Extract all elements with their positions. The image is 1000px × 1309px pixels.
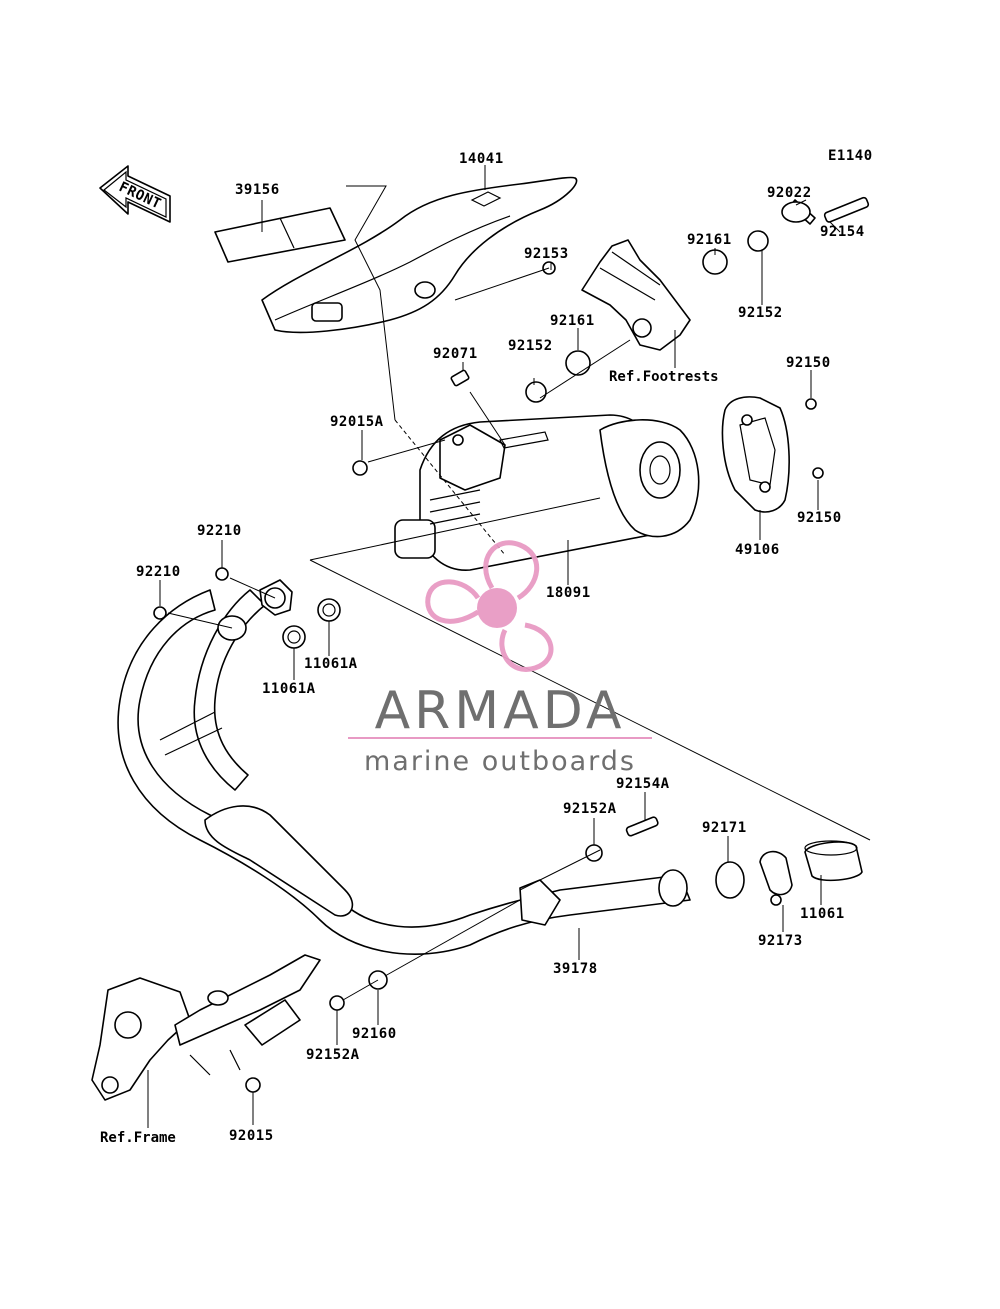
diagram-code: E1140	[828, 148, 873, 164]
part-label-39156: 39156	[235, 182, 280, 198]
part-label-92152-lower: 92152	[508, 338, 553, 354]
sleeve	[804, 841, 863, 882]
clamp-bracket	[759, 850, 793, 896]
fasteners	[153, 196, 870, 1093]
part-label-92161-lower: 92161	[550, 313, 595, 329]
side-cover	[261, 176, 578, 334]
part-label-92154: 92154	[820, 224, 865, 240]
part-label-14041: 14041	[459, 151, 504, 167]
muffler	[394, 414, 700, 571]
frame-bracket	[91, 954, 321, 1101]
part-label-11061A-right: 11061A	[304, 656, 358, 672]
part-label-92210-lower: 92210	[136, 564, 181, 580]
gasket	[317, 598, 341, 622]
part-label-92015A: 92015A	[330, 414, 384, 430]
part-label-92150-lower: 92150	[797, 510, 842, 526]
part-label-92210-upper: 92210	[197, 523, 242, 539]
part-label-92022: 92022	[767, 185, 812, 201]
part-label-18091: 18091	[546, 585, 591, 601]
part-label-49106: 49106	[735, 542, 780, 558]
exhaust-pipes	[117, 579, 691, 955]
decal	[214, 207, 346, 263]
front-arrow-icon	[99, 165, 171, 223]
part-label-92150-upper: 92150	[786, 355, 831, 371]
ref-frame-label: Ref.Frame	[100, 1130, 176, 1146]
ref-footrests-label: Ref.Footrests	[609, 369, 719, 385]
gasket	[282, 625, 306, 649]
clamp	[715, 861, 745, 899]
part-label-92173: 92173	[758, 933, 803, 949]
part-label-92160: 92160	[352, 1026, 397, 1042]
watermark-tagline: marine outboards	[364, 746, 636, 777]
part-label-39178: 39178	[553, 961, 598, 977]
part-label-92161-upper: 92161	[687, 232, 732, 248]
part-label-92152A-upper: 92152A	[563, 801, 617, 817]
part-label-92171: 92171	[702, 820, 747, 836]
part-label-92015: 92015	[229, 1128, 274, 1144]
part-label-92153: 92153	[524, 246, 569, 262]
heat-guard	[721, 396, 790, 513]
part-label-92152-upper: 92152	[738, 305, 783, 321]
part-label-11061: 11061	[800, 906, 845, 922]
footrest-bracket	[581, 239, 691, 351]
part-label-11061A-left: 11061A	[262, 681, 316, 697]
armada-logo-icon	[425, 540, 554, 672]
part-label-92154A: 92154A	[616, 776, 670, 792]
watermark-brand: ARMADA	[375, 681, 626, 741]
part-label-92152A-lower: 92152A	[306, 1047, 360, 1063]
leader-lines	[147, 165, 871, 1128]
part-label-92071: 92071	[433, 346, 478, 362]
